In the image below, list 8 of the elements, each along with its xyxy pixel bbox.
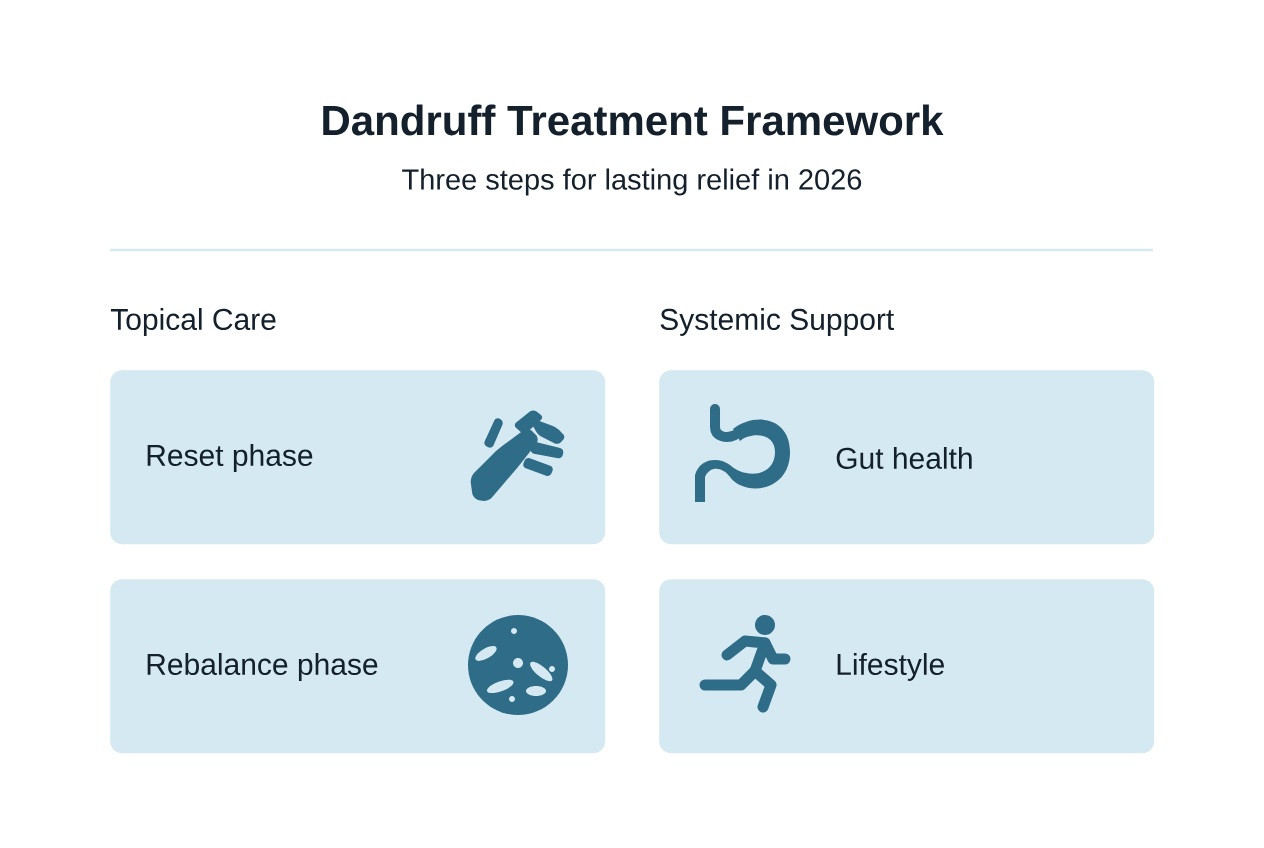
subtitle: Three steps for lasting relief in 2026 [402, 168, 862, 196]
card: Lifestyle [659, 579, 1155, 754]
card: Rebalance phase [110, 579, 606, 754]
column-heading: Topical Care [110, 308, 276, 336]
column-heading: Systemic Support [660, 308, 894, 336]
card: Reset phase [110, 370, 606, 545]
title: Dandruff Treatment Framework [323, 104, 944, 136]
card: Gut health [659, 370, 1155, 545]
